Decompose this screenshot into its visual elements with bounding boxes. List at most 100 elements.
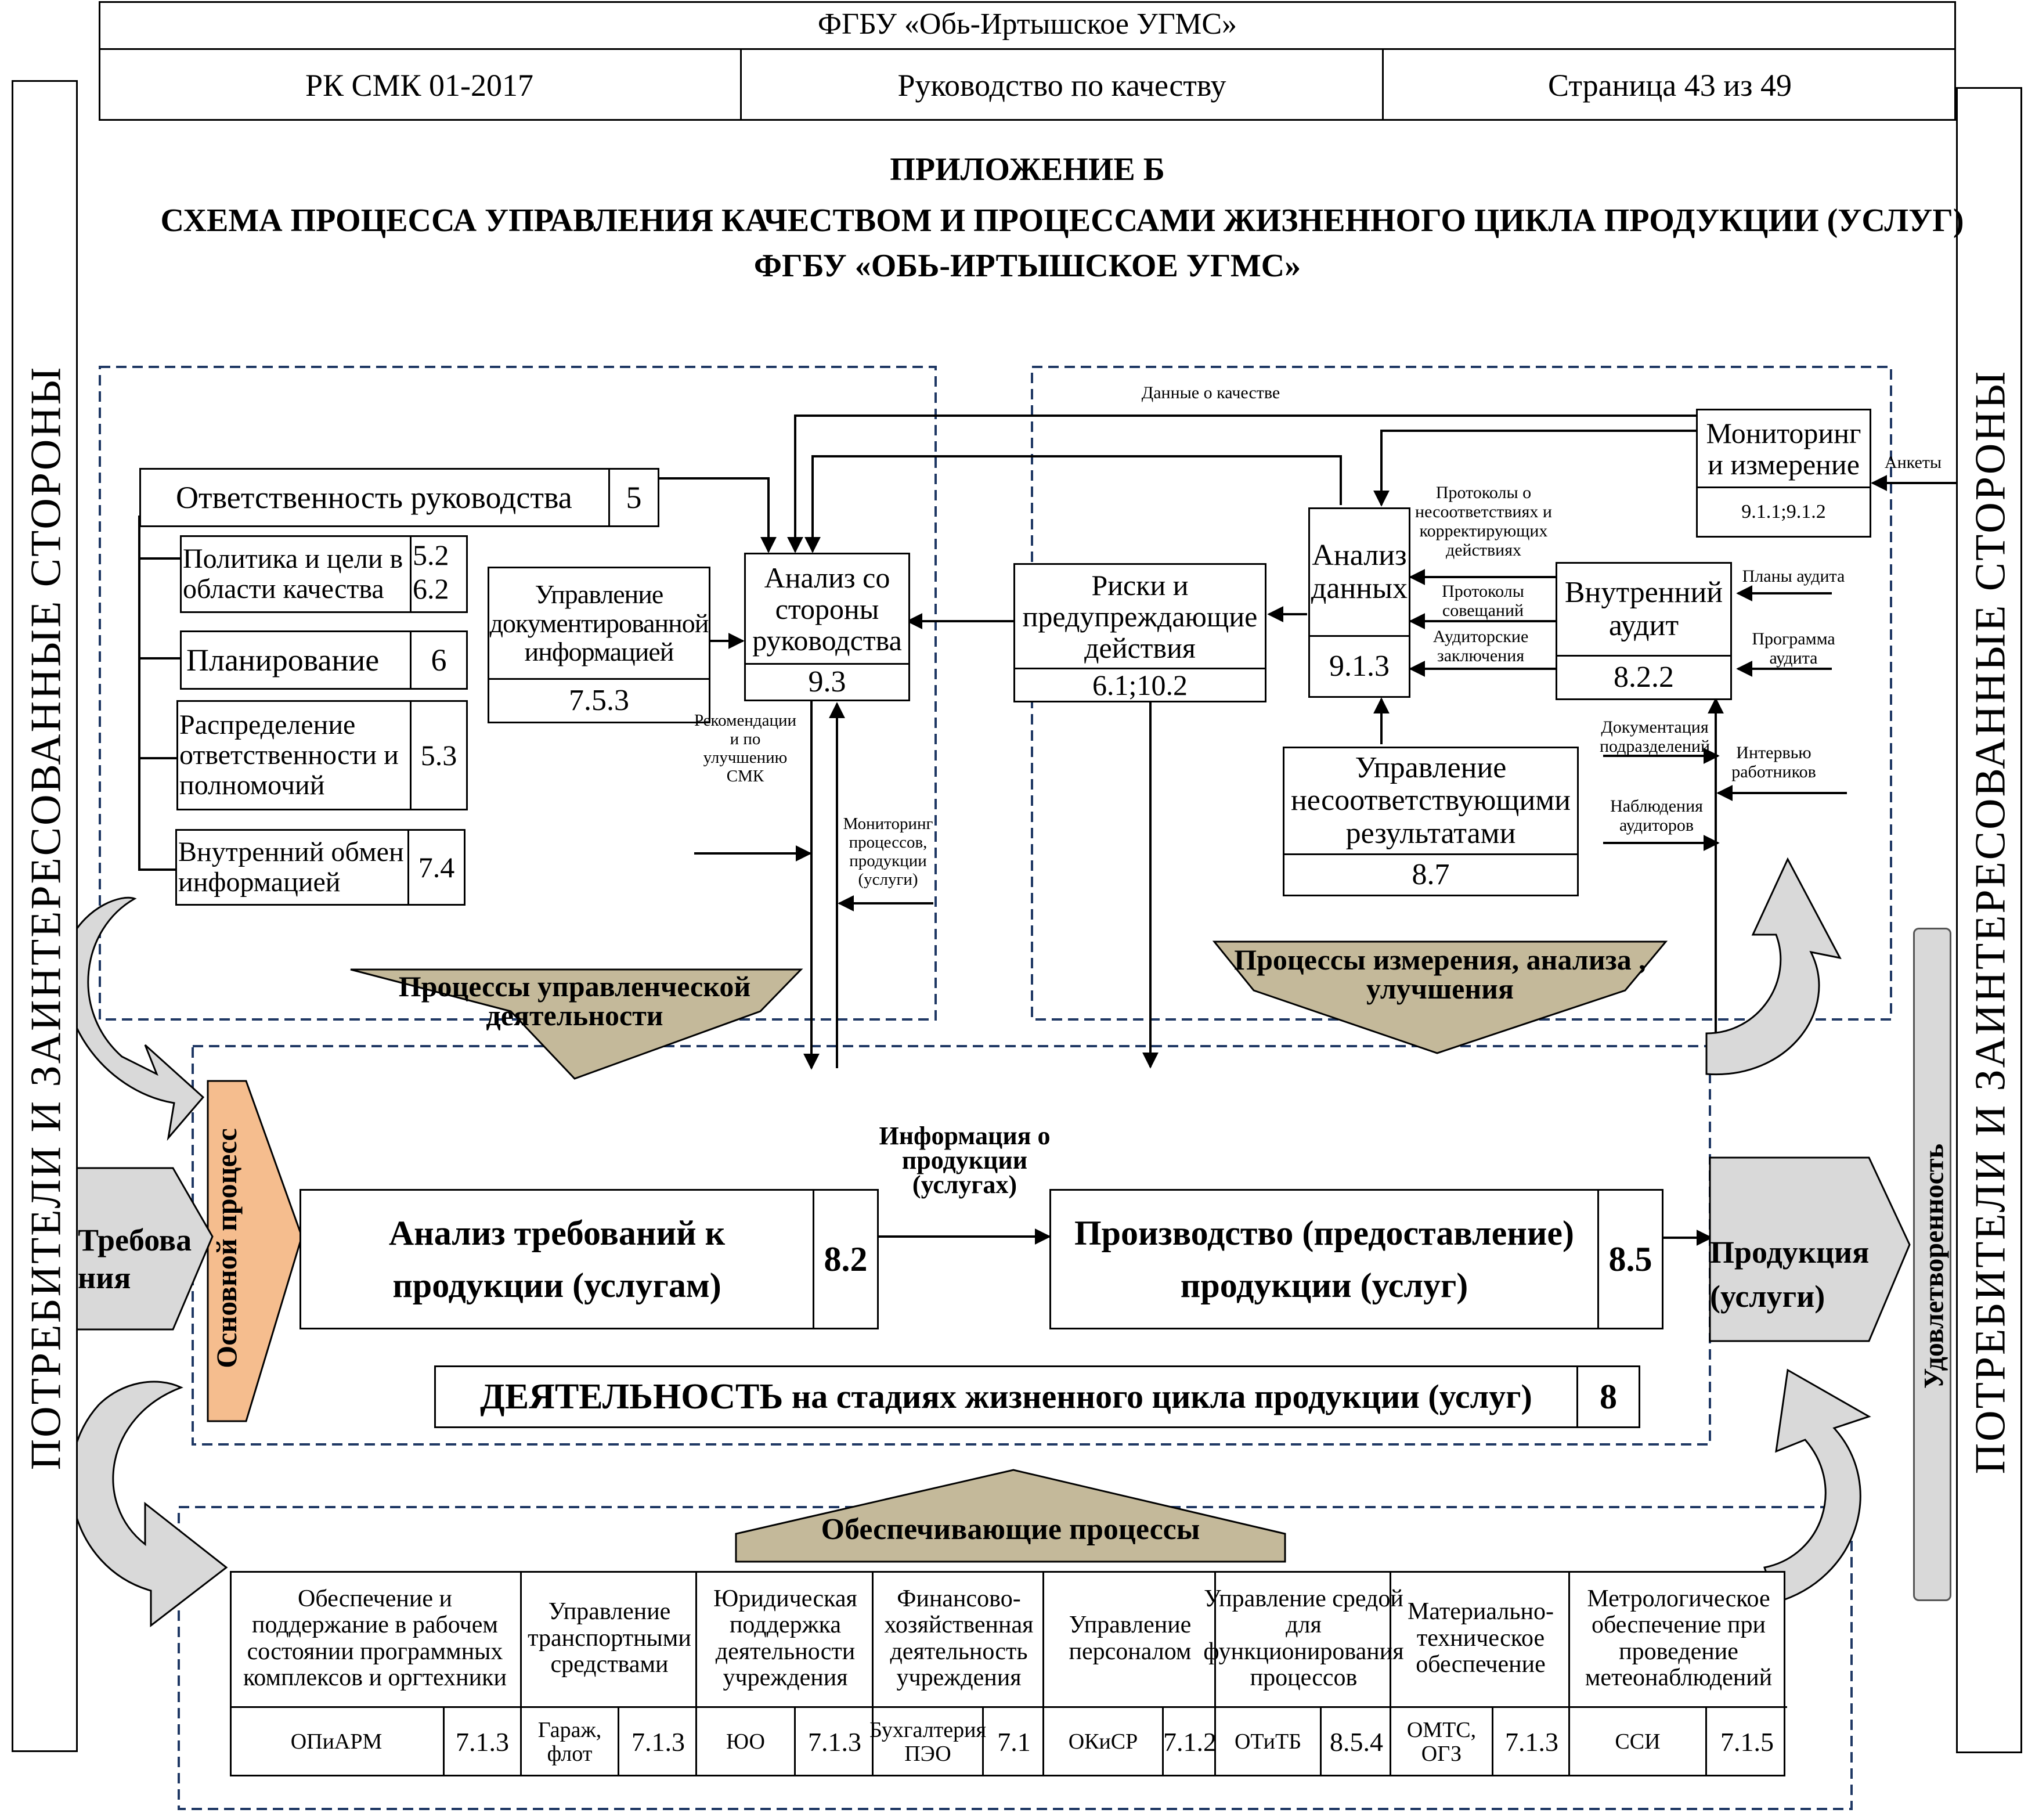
- req-analysis-label: Анализ требований к продукции (услугам): [301, 1191, 814, 1328]
- satisfaction-text: Удовлетворенность: [1918, 1144, 1950, 1389]
- support-item-title: Материально-техническое обеспечение: [1391, 1571, 1570, 1708]
- policy-label: Политика и цели в области качества: [182, 537, 412, 611]
- planning-num: 6: [431, 642, 447, 677]
- nonconforming-box: Управление несоответствующими результата…: [1283, 747, 1579, 896]
- monitoring-box: Мониторинг и измерение 9.1.1;9.1.2: [1696, 409, 1871, 538]
- mgmt-analysis-label: Анализ со стороны руководства: [746, 554, 908, 665]
- responsibility-label: Ответственность руководства: [141, 470, 610, 525]
- doc-control-box: Управление документированной информацией…: [488, 567, 710, 723]
- policy-box: Политика и цели в области качества 5.2 6…: [180, 535, 468, 613]
- observations-label: Наблюдения аудиторов: [1610, 797, 1703, 835]
- products-text: Продукция (услуги): [1710, 1235, 1870, 1314]
- support-item-title: Управление транспортными средствами: [522, 1571, 697, 1708]
- internal-audit-box: Внутренний аудит 8.2.2: [1556, 562, 1732, 700]
- risks-label: Риски и предупреждающие действия: [1015, 565, 1265, 669]
- meeting-protocols-label: Протоколы совещаний: [1442, 582, 1524, 620]
- support-item-title: Управление персоналом: [1044, 1571, 1216, 1708]
- title-scheme: СХЕМА ПРОЦЕССА УПРАВЛЕНИЯ КАЧЕСТВОМ И ПР…: [160, 203, 1964, 239]
- right-stakeholders-band: ПОТРЕБИТЕЛИ И ЗАИНТЕРЕСОВАННЫЕ СТОРОНЫ: [1956, 87, 2022, 1753]
- support-item-num: 7.1.3: [808, 1727, 861, 1757]
- internal-exchange-num: 7.4: [418, 851, 455, 884]
- internal-audit-label: Внутренний аудит: [1557, 564, 1730, 657]
- doc-control-label: Управление документированной информацией: [489, 568, 709, 680]
- internal-exchange-label: Внутренний обмен информацией: [177, 831, 409, 904]
- support-item-num: 7.1.2: [1163, 1727, 1217, 1757]
- support-item-num: 8.5.4: [1330, 1727, 1383, 1757]
- risks-num: 6.1;10.2: [1092, 669, 1188, 701]
- management-banner-shape: [350, 968, 803, 1080]
- support-item-unit: ОКиСР: [1044, 1708, 1164, 1776]
- responsibility-box: Ответственность руководства 5: [139, 468, 659, 527]
- support-item: Обеспечение и поддержание в рабочем сост…: [230, 1571, 520, 1776]
- left-stakeholders-band: ПОТРЕБИТЕЛИ И ЗАИНТЕРЕСОВАННЫЕ СТОРОНЫ: [12, 80, 78, 1752]
- recommendations-label: Рекомендации и по улучшению СМК: [694, 711, 797, 785]
- title-appendix: ПРИЛОЖЕНИЕ Б: [890, 152, 1165, 188]
- quality-data-label: Данные о качестве: [1141, 383, 1280, 402]
- internal-exchange-box: Внутренний обмен информацией 7.4: [175, 829, 465, 906]
- activity-label-rest: на стадиях жизненного цикла продукции (у…: [783, 1377, 1532, 1415]
- dept-docs-label: Документация подразделений: [1599, 718, 1711, 756]
- support-item-unit: Гараж, флот: [522, 1708, 619, 1776]
- support-item: Метрологическое обеспечение при проведен…: [1568, 1571, 1787, 1776]
- responsibility-num: 5: [626, 480, 642, 515]
- support-item-title: Финансово-хозяйственная деятельность учр…: [874, 1571, 1044, 1708]
- support-item-title: Управление средой для функционирования п…: [1203, 1571, 1404, 1708]
- header-doc-code: РК СМК 01-2017: [99, 50, 742, 121]
- main-process-text: Основной процесс: [210, 1128, 243, 1368]
- monitoring-label: Мониторинг и измерение: [1698, 410, 1870, 488]
- support-item-title: Юридическая поддержка деятельности учреж…: [697, 1571, 874, 1708]
- header-doc-name: Руководство по качеству: [742, 50, 1384, 121]
- measurement-banner-shape: [1212, 940, 1668, 1054]
- activity-label-bold: ДЕЯТЕЛЬНОСТЬ: [480, 1376, 784, 1417]
- audit-program-label: Программа аудита: [1752, 629, 1835, 668]
- support-item-num: 7.1.3: [456, 1727, 509, 1757]
- protocols-nc-label: Протоколы о несоответствиях и корректиру…: [1415, 483, 1552, 560]
- support-item-num: 7.1: [997, 1727, 1031, 1757]
- support-banner-text: Обеспечивающие процессы: [821, 1513, 1200, 1546]
- measurement-banner-text: Процессы измерения, анализа , улучшения: [1234, 943, 1646, 1005]
- header-page: Страница 43 из 49: [1548, 67, 1792, 103]
- main-process-shape: [207, 1080, 303, 1422]
- products-shape: [1709, 1156, 1911, 1342]
- data-analysis-box: Анализ данных 9.1.3: [1308, 507, 1410, 698]
- title-org: ФГБУ «ОБЬ-ИРТЫШСКОЕ УГМС»: [753, 248, 1301, 284]
- distribution-box: Распределение ответственности и полномоч…: [176, 700, 468, 810]
- management-banner-text: Процессы управленческой деятельности: [398, 970, 751, 1032]
- doc-control-num: 7.5.3: [569, 683, 629, 717]
- production-label: Производство (предоставление) продукции …: [1051, 1191, 1599, 1328]
- support-item-unit: ОТиТБ: [1216, 1708, 1322, 1776]
- support-item-unit: ОПиАРМ: [230, 1708, 445, 1776]
- curved-arrow-top-left: [63, 896, 205, 1141]
- support-item-num: 7.1.3: [1505, 1727, 1558, 1757]
- req-analysis-num: 8.2: [824, 1239, 868, 1278]
- support-item-unit: ССИ: [1570, 1708, 1707, 1776]
- audit-conclusions-label: Аудиторские заключения: [1432, 627, 1529, 665]
- activity-box: ДЕЯТЕЛЬНОСТЬ на стадиях жизненного цикла…: [434, 1365, 1640, 1428]
- distribution-num: 5.3: [420, 739, 457, 772]
- left-stakeholders-text: ПОТРЕБИТЕЛИ И ЗАИНТЕРЕСОВАННЫЕ СТОРОНЫ: [22, 365, 70, 1471]
- data-analysis-label: Анализ данных: [1310, 509, 1409, 637]
- header-org: ФГБУ «Обь-Иртышское УГМС»: [99, 1, 1956, 50]
- internal-audit-num: 8.2.2: [1614, 660, 1674, 694]
- planning-box: Планирование 6: [180, 630, 468, 690]
- support-item-num: 7.1.5: [1720, 1727, 1774, 1757]
- monitoring-processes-label: Мониторинг процессов, продукции (услуги): [843, 815, 933, 889]
- support-item: Финансово-хозяйственная деятельность учр…: [869, 1571, 1044, 1776]
- curved-arrow-top-right: [1705, 857, 1842, 1076]
- monitoring-num: 9.1.1;9.1.2: [1741, 500, 1826, 522]
- interviews-label: Интервью работников: [1731, 743, 1816, 781]
- audit-plans-label: Планы аудита: [1742, 567, 1845, 586]
- header-table: [99, 1, 1956, 121]
- support-item-title: Метрологическое обеспечение при проведен…: [1570, 1571, 1787, 1708]
- satisfaction-band: Удовлетворенность: [1913, 928, 1951, 1601]
- production-box: Производство (предоставление) продукции …: [1049, 1189, 1663, 1329]
- support-item: Юридическая поддержка деятельности учреж…: [695, 1571, 874, 1776]
- nonconforming-num: 8.7: [1412, 857, 1450, 891]
- data-analysis-num: 9.1.3: [1329, 649, 1390, 683]
- support-table: [230, 1571, 1785, 1776]
- product-info-label: Информация о продукции (услугах): [879, 1122, 1051, 1199]
- curved-arrow-bottom-right: [1763, 1368, 1871, 1603]
